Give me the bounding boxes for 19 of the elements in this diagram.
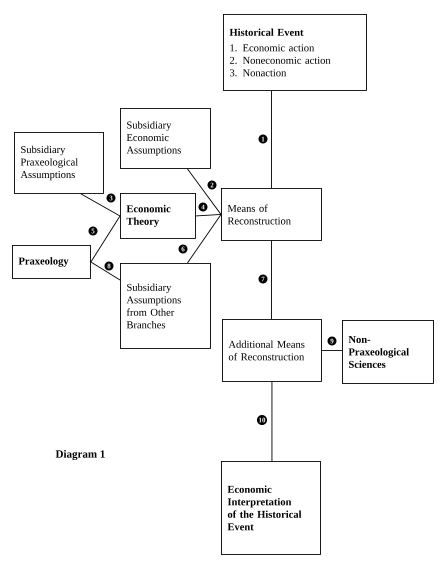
text-box: Means of Reconstruction xyxy=(221,188,322,241)
connector-line xyxy=(90,262,120,280)
text-box: Economic Theory xyxy=(120,193,196,239)
text-box: Subsidiary Assumptions from Other Branches xyxy=(120,263,211,349)
text-box: Economic Interpretation of the Historical Event xyxy=(221,461,321,555)
connector-line xyxy=(321,350,342,351)
connector-line xyxy=(187,168,222,215)
connector-line xyxy=(271,90,272,188)
connector-line xyxy=(271,240,272,320)
text-box: Subsidiary Economic Assumptions xyxy=(120,108,211,169)
text-box: Additional Means of Reconstruction xyxy=(222,319,322,382)
caption: Diagram 1 xyxy=(56,450,105,460)
text-box: Praxeology xyxy=(12,245,91,279)
connector-line xyxy=(90,216,120,262)
text-box: Subsidiary Praxeological Assumptions xyxy=(14,132,104,194)
connector-line xyxy=(80,193,120,216)
connector-line xyxy=(195,214,222,216)
text-box: Historical Event 1. Economic action 2. Noneconomic action 3. Nonaction xyxy=(223,14,367,91)
text-box: Non-Praxeological Sciences xyxy=(342,320,434,384)
